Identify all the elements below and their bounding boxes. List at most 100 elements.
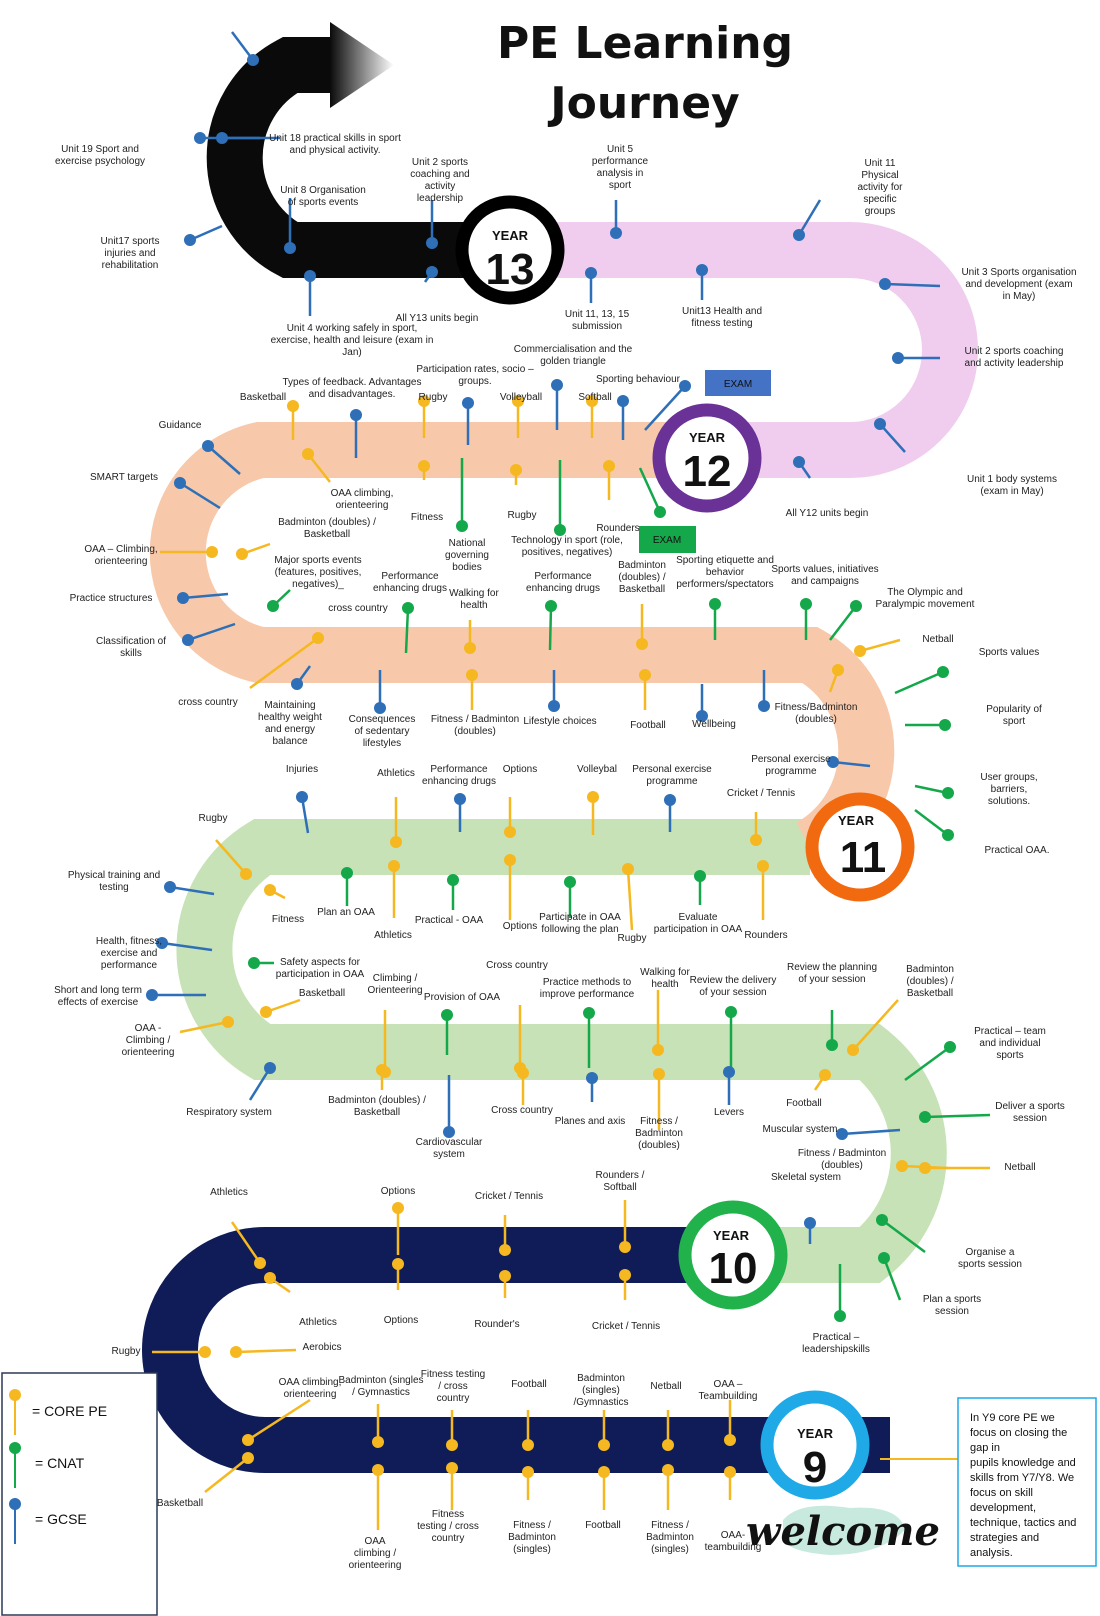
pin-stem <box>832 760 871 768</box>
pin-dot <box>177 592 189 604</box>
pin-stem <box>879 423 906 453</box>
pin-stem <box>187 622 236 642</box>
pin-dot <box>230 1346 242 1358</box>
topic-label-line: activity for <box>857 182 903 193</box>
topic-label-line: User groups, <box>980 772 1037 783</box>
topic-label-line: analysis in <box>597 168 644 179</box>
year-10-label: YEAR <box>713 1228 750 1243</box>
topic-label-line: Sporting behaviour <box>596 374 681 385</box>
topic-label-line: session <box>935 1306 969 1317</box>
pin-stem <box>404 607 410 654</box>
pin-dot <box>236 548 248 560</box>
topic-label-line: climbing / <box>354 1548 396 1559</box>
pin-dot <box>156 937 168 949</box>
pin-dot <box>466 669 478 681</box>
topic-label-football9b: Football <box>585 1520 621 1531</box>
pin-stem <box>204 1457 249 1493</box>
topic-label-athletics11b: Athletics <box>374 930 412 941</box>
topic-label-line: Football <box>786 1098 822 1109</box>
topic-label-line: Unit 11 <box>865 158 896 169</box>
topic-label-line: Unit17 sports <box>101 236 160 247</box>
pin-dot <box>709 598 721 610</box>
topic-label-line: Cricket / Tennis <box>727 788 795 799</box>
topic-label-line: effects of exercise <box>58 997 139 1008</box>
topic-label-line: Football <box>630 720 666 731</box>
exam-label-blue: EXAM <box>724 379 752 390</box>
pin-stem <box>882 1257 902 1301</box>
pin-dot <box>512 395 524 407</box>
track-year13-12 <box>510 222 978 478</box>
topic-label-techsport: Technology in sport (role,positives, neg… <box>511 535 623 558</box>
topic-label-athletics10b: Athletics <box>299 1317 337 1328</box>
topic-label-muscular: Muscular system <box>762 1124 837 1135</box>
year-9-number: 9 <box>803 1443 827 1492</box>
topic-label-line: Fitness / Badminton <box>431 714 519 725</box>
topic-label-majorev: Major sports events(features, positives,… <box>274 555 361 590</box>
pin-dot <box>441 1009 453 1021</box>
topic-label-line: Netball <box>922 634 953 645</box>
topic-label-line: Review the planning <box>787 962 877 973</box>
arrow-head <box>330 22 394 108</box>
topic-label-line: / Gymnastics <box>352 1387 410 1398</box>
topic-label-line: golden triangle <box>540 356 606 367</box>
topic-label-line: health <box>460 600 487 611</box>
topic-label-partrates: Participation rates, socio –groups. <box>416 364 534 387</box>
topic-label-line: session <box>1013 1113 1047 1124</box>
year-9-label: YEAR <box>797 1426 834 1441</box>
pin-stem <box>894 670 944 695</box>
exam-box-green <box>639 526 696 553</box>
pin-stem <box>207 445 241 475</box>
pin-stem <box>881 1218 926 1254</box>
topic-label-line: Fitness / <box>640 1116 678 1127</box>
topic-label-line: All Y13 units begin <box>396 313 479 324</box>
pin-dot <box>551 379 563 391</box>
topic-label-line: Badminton <box>508 1532 556 1543</box>
pin-dot <box>832 664 844 676</box>
pin-dot <box>800 598 812 610</box>
info-box-line: strategies and <box>970 1532 1039 1544</box>
topic-label-line: (doubles) / <box>618 572 665 583</box>
topic-label-practoaa11: Practical - OAA <box>415 915 484 926</box>
pin-dot <box>545 600 557 612</box>
year-11-ring: YEAR 11 <box>805 792 915 902</box>
topic-label-line: Climbing / <box>126 1035 171 1046</box>
topic-label-respsys: Respiratory system <box>186 1107 272 1118</box>
topic-label-line: Basketball <box>354 1107 400 1118</box>
topic-label-line: coaching and <box>410 169 470 180</box>
topic-label-line: exercise psychology <box>55 156 145 167</box>
topic-label-line: orienteering <box>336 500 389 511</box>
pin-dot <box>603 460 615 472</box>
legend-gcse-label: = GCSE <box>35 1511 87 1527</box>
topic-label-line: Safety aspects for <box>280 957 361 968</box>
topic-label-line: participation in OAA <box>276 969 365 980</box>
topic-label-line: Unit 19 Sport and <box>61 144 139 155</box>
topic-label-ally13: All Y13 units begin <box>396 313 479 324</box>
pin-dot <box>847 1044 859 1056</box>
pin-dot <box>827 756 839 768</box>
topic-label-injuries: Injuries <box>286 764 318 775</box>
pin-dot <box>679 380 691 392</box>
year-11-label: YEAR <box>838 813 875 828</box>
pin-dot <box>919 1162 931 1174</box>
topic-label-line: Popularity of <box>986 704 1042 715</box>
topic-label-basketball9: Basketball <box>157 1498 203 1509</box>
topic-label-oaa12a: OAA climbing,orienteering <box>331 488 394 511</box>
topic-label-line: specific <box>863 194 896 205</box>
topic-label-line: Rugby <box>419 392 448 403</box>
pin-dot <box>446 1439 458 1451</box>
topic-label-line: Lifestyle choices <box>523 716 596 727</box>
topic-label-line: Major sports events <box>274 555 361 566</box>
topic-label-crosscountry12b: cross country <box>178 697 237 708</box>
year-12-ring: YEAR 12 <box>652 403 762 513</box>
topic-label-smart: SMART targets <box>90 472 158 483</box>
